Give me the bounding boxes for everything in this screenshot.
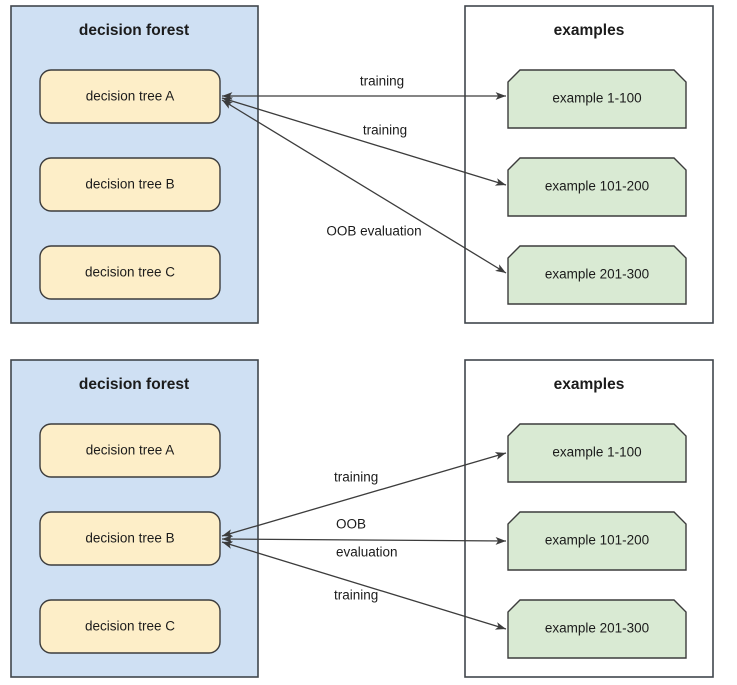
forest-panel-title: decision forest — [79, 376, 189, 393]
tree-box-decision-tree-b[interactable] — [39, 511, 221, 566]
tree-box-decision-tree-c[interactable] — [39, 245, 221, 300]
tree-label-decision-tree-a: decision tree A — [86, 89, 175, 104]
edge-label-tree-b-to-example-101-200-line2: evaluation — [336, 545, 398, 560]
example-box-101-200[interactable] — [507, 511, 687, 571]
edge-tree-b-to-example-1-100 — [221, 452, 507, 537]
edge-label-tree-a-to-example-101-200: training — [363, 123, 407, 138]
edge-tree-a-to-example-201-300 — [221, 99, 507, 274]
example-label-201-300: example 201-300 — [545, 267, 649, 282]
tree-label-decision-tree-a: decision tree A — [86, 443, 175, 458]
tree-box-decision-tree-a[interactable] — [39, 423, 221, 478]
forest-panel-title: decision forest — [79, 22, 189, 39]
edge-tree-b-to-example-201-300 — [221, 541, 507, 630]
example-box-1-100[interactable] — [507, 423, 687, 483]
tree-label-decision-tree-b: decision tree B — [85, 531, 174, 546]
tree-label-decision-tree-c: decision tree C — [85, 265, 175, 280]
example-label-201-300: example 201-300 — [545, 621, 649, 636]
example-label-101-200: example 101-200 — [545, 179, 649, 194]
examples-panel-title: examples — [554, 376, 625, 393]
example-box-201-300[interactable] — [507, 599, 687, 659]
panel-tree-a: decision forest decision tree A decision… — [10, 5, 714, 324]
example-label-101-200: example 101-200 — [545, 533, 649, 548]
edge-tree-b-to-example-101-200 — [221, 535, 507, 545]
example-box-101-200[interactable] — [507, 157, 687, 217]
edge-label-tree-b-to-example-201-300: training — [334, 588, 378, 603]
tree-label-decision-tree-b: decision tree B — [85, 177, 174, 192]
edge-tree-a-to-example-101-200 — [221, 97, 507, 186]
example-box-201-300[interactable] — [507, 245, 687, 305]
edge-label-tree-b-to-example-1-100: training — [334, 470, 378, 485]
tree-box-decision-tree-c[interactable] — [39, 599, 221, 654]
edge-label-tree-a-to-example-201-300: OOB evaluation — [326, 224, 421, 239]
tree-box-decision-tree-a[interactable] — [39, 69, 221, 124]
edge-label-tree-a-to-example-1-100: training — [360, 74, 404, 89]
examples-panel-title: examples — [554, 22, 625, 39]
example-label-1-100: example 1-100 — [552, 445, 641, 460]
example-box-1-100[interactable] — [507, 69, 687, 129]
panel-tree-b: decision forest decision tree A decision… — [10, 359, 714, 678]
example-label-1-100: example 1-100 — [552, 91, 641, 106]
tree-label-decision-tree-c: decision tree C — [85, 619, 175, 634]
tree-box-decision-tree-b[interactable] — [39, 157, 221, 212]
edge-label-tree-b-to-example-101-200-line1: OOB — [336, 517, 366, 532]
